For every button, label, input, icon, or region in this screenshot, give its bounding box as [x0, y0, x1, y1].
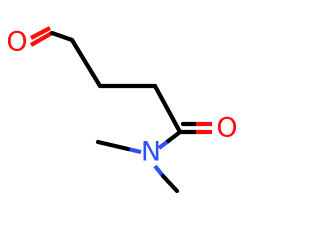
amide-double-bond [177, 121, 212, 135]
bond-c4-n-carbon-half [164, 129, 183, 145]
atom-label-n-amide: N [141, 137, 161, 168]
bond-n-methyl-left-carbon-half [95, 139, 131, 152]
atom-label-o-amide: O [216, 113, 237, 144]
aldehyde-co-bond-line-1b [49, 30, 75, 43]
aldehyde-co-bond-line-1 [29, 31, 54, 47]
atom-label-o-aldehyde: O [6, 27, 27, 58]
bond-n-methyl-left-nitrogen-half [127, 146, 142, 155]
bond-c1-c2 [69, 37, 103, 89]
bond-c4-n-nitrogen-half [157, 140, 169, 150]
aldehyde-double-bond [29, 26, 75, 47]
bond-n-methyl-down-carbon-half [160, 173, 180, 194]
bond-n-methyl-down-nitrogen-half [153, 164, 165, 178]
structure-diagram: O O N [6, 26, 238, 194]
bond-c3-c4 [152, 83, 183, 135]
aldehyde-co-bond-line-2 [30, 26, 51, 40]
